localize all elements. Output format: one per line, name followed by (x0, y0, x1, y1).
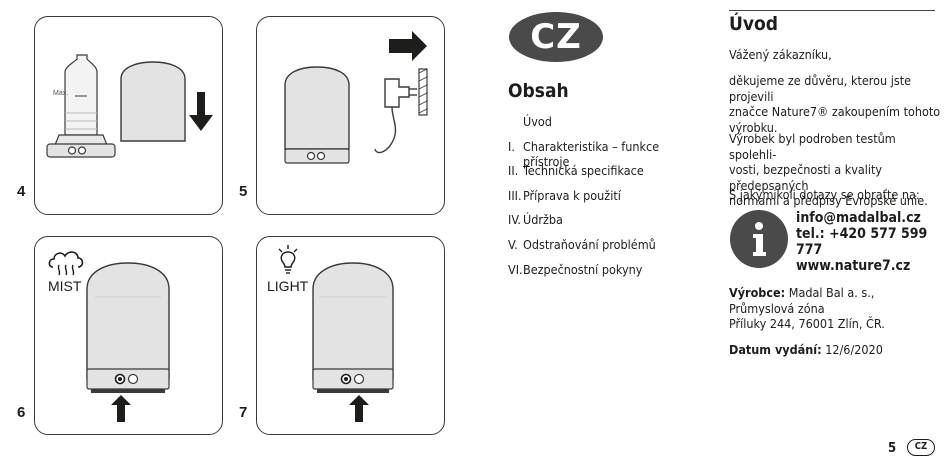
max-fill-label: Max. (53, 90, 69, 97)
contact-web[interactable]: www.nature7.cz (796, 258, 911, 274)
issue-date: Datum vydání: 12/6/2020 (729, 342, 883, 357)
toc-item[interactable]: Úvod (523, 114, 552, 129)
diffuser-illustration-filling (46, 54, 213, 158)
diffuser-illustration-plug (284, 31, 428, 164)
toc-item[interactable]: VI.Bezpečnostní pokyny (508, 261, 643, 277)
figure-panel-6: MIST (34, 236, 223, 435)
contact-email[interactable]: info@madalbal.cz (796, 210, 921, 226)
figure-number-6: 6 (17, 404, 26, 421)
light-bulb-icon (278, 245, 298, 274)
page-number: 5 (888, 441, 897, 456)
light-label: LIGHT (267, 278, 309, 294)
language-tag-small: CZ (907, 439, 935, 456)
intro-questions: S jakýmikoli dotazy se obraťte na: (729, 187, 920, 202)
manufacturer-info: Výrobce: Madal Bal a. s., Průmyslová zón… (729, 285, 885, 331)
language-badge: CZ (509, 12, 603, 62)
table-of-contents: Úvod I.Charakteristika – funkce přístroj… (508, 114, 708, 286)
info-icon (730, 210, 788, 268)
figure-number-7: 7 (239, 404, 248, 421)
contact-phone[interactable]: tel.: +420 577 599 777 (796, 226, 928, 258)
toc-item[interactable]: V.Odstraňování problémů (508, 236, 656, 252)
diffuser-illustration-light (312, 262, 394, 422)
figure-panel-4: Max. (34, 16, 223, 215)
intro-tested: Výrobek byl podroben testům spolehli- vo… (729, 131, 928, 208)
contents-title: Obsah (508, 80, 569, 102)
toc-item[interactable]: III.Příprava k použití (508, 187, 621, 203)
intro-thanks: děkujeme ze důvěru, kterou jste projevil… (729, 73, 941, 135)
figure-panel-7: LIGHT (256, 236, 445, 435)
figure-number-4: 4 (17, 183, 26, 200)
contact-block: info@madalbal.cz tel.: +420 577 599 777 … (796, 210, 950, 274)
intro-greeting: Vážený zákazníku, (729, 47, 832, 62)
toc-item[interactable]: IV.Údržba (508, 212, 563, 228)
diffuser-illustration-mist (86, 262, 170, 422)
mist-label: MIST (48, 278, 82, 294)
figure-panel-5 (256, 16, 445, 215)
toc-item[interactable]: II.Technická specifikace (508, 163, 644, 179)
intro-title: Úvod (729, 13, 779, 35)
figure-number-5: 5 (239, 183, 248, 200)
section-rule (729, 10, 935, 11)
mist-cloud-icon (48, 251, 84, 276)
toc-item[interactable]: I.Charakteristika – funkce přístroje (508, 138, 660, 169)
